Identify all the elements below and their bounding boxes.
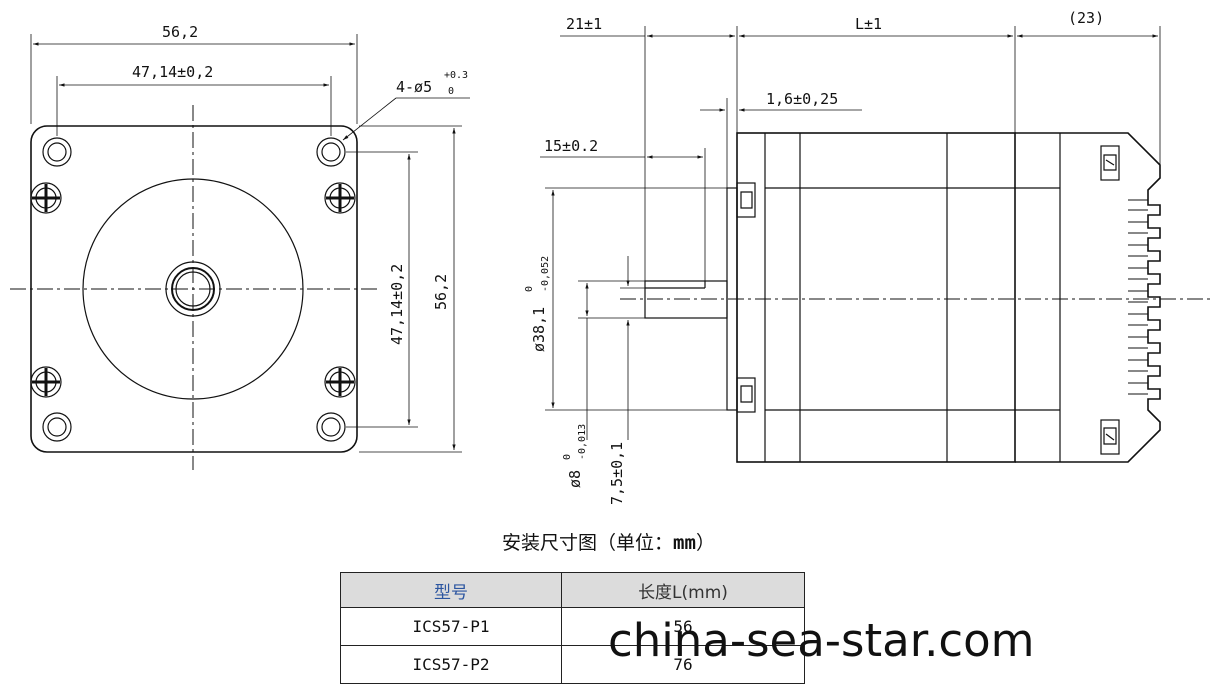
- label-pilot-dia: ø38,1: [530, 307, 548, 352]
- label-shaft-dia-sup: 0: [562, 454, 573, 460]
- label-pilot-dia-sub: -0,052: [540, 256, 551, 292]
- label-body-length: L±1: [855, 15, 882, 33]
- caption-text: 安装尺寸图（单位：: [502, 532, 674, 554]
- mount-hole-tr: [316, 137, 346, 167]
- label-overall-height: 56,2: [432, 274, 450, 310]
- screw-head-tr: [324, 182, 356, 214]
- label-hole-spacing-h: 47,14±0,2: [132, 63, 213, 81]
- encoder-housing: [1015, 132, 1161, 463]
- label-shaft-dia: ø8: [566, 470, 584, 488]
- front-view: [10, 34, 470, 470]
- label-overall-width: 56,2: [162, 23, 198, 41]
- label-rear-length: (23): [1068, 9, 1104, 27]
- hole-spec-leader: [342, 97, 397, 141]
- table-header-row: 型号 长度L(mm): [340, 572, 805, 608]
- drawing-caption: 安装尺寸图（单位：mm）: [0, 528, 1217, 555]
- table-row: ICS57-P2 76: [340, 645, 805, 684]
- screw-head-br: [324, 366, 356, 398]
- label-key-length: 15±0.2: [544, 137, 598, 155]
- flange-screw-top: [736, 182, 756, 218]
- label-pilot-dia-sup: 0: [524, 286, 535, 292]
- cell-model: ICS57-P1: [340, 607, 562, 646]
- label-shaft-length: 21±1: [566, 15, 602, 33]
- label-flat-dim: 7,5±0,1: [608, 442, 626, 505]
- label-hole-spec-sub: 0: [448, 86, 454, 97]
- mount-hole-tl: [42, 137, 72, 167]
- screw-head-bl: [30, 366, 62, 398]
- label-hole-spec: 4-ø5: [396, 78, 432, 96]
- screw-head-tl: [30, 182, 62, 214]
- caption-unit: mm: [673, 532, 696, 554]
- cell-model: ICS57-P2: [340, 645, 562, 684]
- label-hole-spec-sup: +0.3: [444, 70, 468, 81]
- header-length: 长度L(mm): [561, 572, 805, 608]
- cell-length: 56: [561, 607, 805, 646]
- table-row: ICS57-P1 56: [340, 607, 805, 646]
- installation-drawing: 56,2 47,14±0,2 47,14±0,2 56,2 4-ø5 +0.3 …: [10, 9, 1210, 505]
- heat-sink-fins: [1128, 199, 1148, 395]
- model-length-table: 型号 长度L(mm) ICS57-P1 56 ICS57-P2 76: [340, 572, 805, 684]
- header-model: 型号: [340, 572, 562, 608]
- shaft-side: [644, 280, 728, 319]
- flange-screw-bottom: [736, 377, 756, 413]
- mount-hole-bl: [42, 412, 72, 442]
- rear-screw-top: [1100, 145, 1120, 181]
- label-hole-spacing-v: 47,14±0,2: [388, 264, 406, 345]
- side-view: [540, 26, 1210, 463]
- label-flange-thickness: 1,6±0,25: [766, 90, 838, 108]
- caption-close: ）: [695, 532, 715, 554]
- rear-screw-bottom: [1100, 419, 1120, 455]
- cell-length: 76: [561, 645, 805, 684]
- mount-hole-br: [316, 412, 346, 442]
- label-shaft-dia-sub: -0,013: [577, 424, 588, 460]
- motor-body: [736, 132, 1016, 463]
